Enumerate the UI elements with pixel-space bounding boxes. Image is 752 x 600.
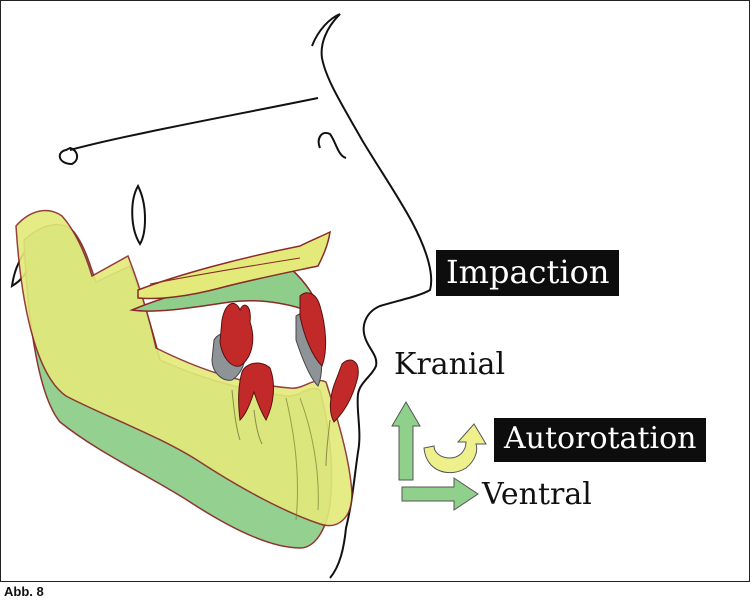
kranial-label: Kranial (394, 350, 505, 380)
upper-molar-moved (220, 303, 253, 366)
impaction-label: Impaction (436, 250, 619, 296)
nasal-bone-outline (319, 133, 346, 158)
ear-outline (132, 186, 145, 244)
forehead-line (70, 98, 318, 150)
lower-incisor-moved (330, 360, 358, 422)
autorotation-label: Autorotation (494, 418, 706, 462)
ventral-arrow (402, 478, 478, 510)
ventral-label: Ventral (482, 480, 592, 510)
figure-caption: Abb. 8 (4, 584, 44, 599)
autorotation-arrow (424, 424, 486, 473)
orbit-outline (60, 148, 77, 164)
kranial-arrow (392, 402, 420, 480)
